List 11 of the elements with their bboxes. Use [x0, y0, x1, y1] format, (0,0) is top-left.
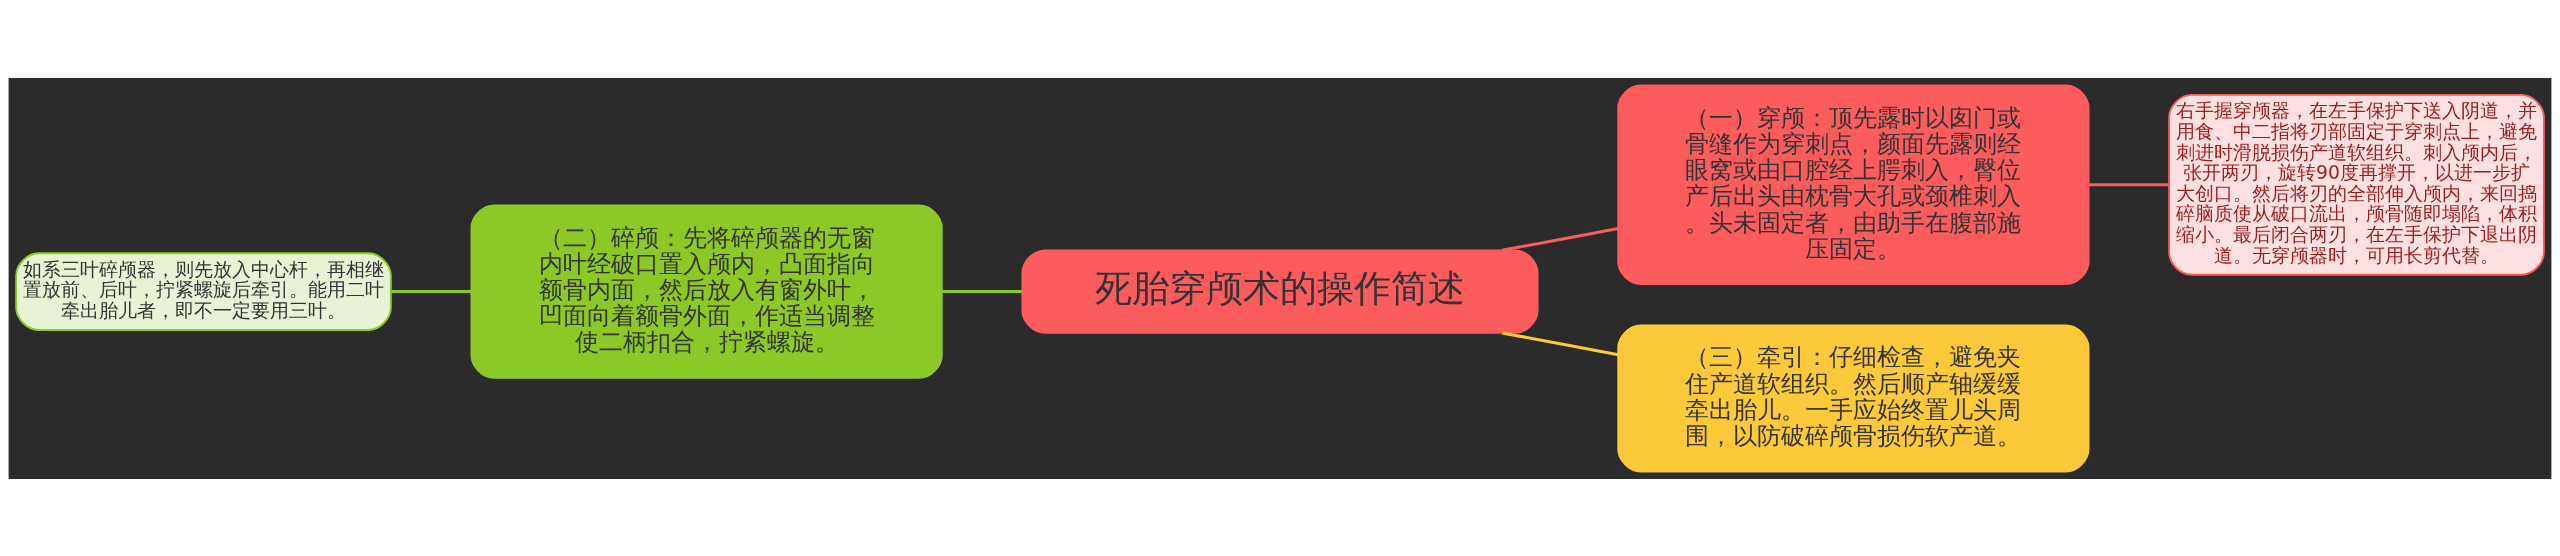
connector [1501, 226, 1619, 252]
node-box: （一）穿颅：顶先露时以囱门或骨缝作为穿刺点，颜面先露则经眼窝或由口腔经上腭刺入，臀位产后出头由枕骨大孔或颈椎刺入。头未固定者，由助手在腹部施压固定。 [1617, 84, 2090, 285]
node-box: （三）牵引：仔细检查，避免夹住产道软组织。然后顺产轴缓缓牵出胎儿。一手应始终置儿头周围，以防破碎颅骨损伤软产道。 [1617, 323, 2090, 472]
connector [391, 289, 472, 293]
node-box: 死胎穿颅术的操作简述 [1021, 248, 1539, 334]
connector [1501, 330, 1619, 356]
connector [2088, 182, 2170, 186]
node-box: 如系三叶碎颅器，则先放入中心杆，再相继置放前、后叶，拧紧螺旋后牵引。能用二叶牵出胎儿者，即不一定要用三叶。 [15, 251, 392, 331]
node-box: 右手握穿颅器，在左手保护下送入阴道，并用食、中二指将刃部固定于穿刺点上，避免刺进时滑脱损伤产道软组织。刺入颅内后，张开两刃，旋转90度再撑开，以进一步扩大创口。然后将刃的全部伸入颅内，来回捣碎脑质使从破口流出，颅骨随即塌陷，体积缩小。最后闭合两刃，在左手保护下退出阴道。无穿颅器时，可用长剪代替。 [2168, 93, 2545, 276]
node-box: （二）碎颅：先将碎颅器的无窗内叶经破口置入颅内，凸面指向额骨内面，然后放入有窗外叶，凹面向着额骨外面，作适当调整使二柄扣合，拧紧螺旋。 [470, 204, 943, 379]
connector [941, 289, 1022, 293]
